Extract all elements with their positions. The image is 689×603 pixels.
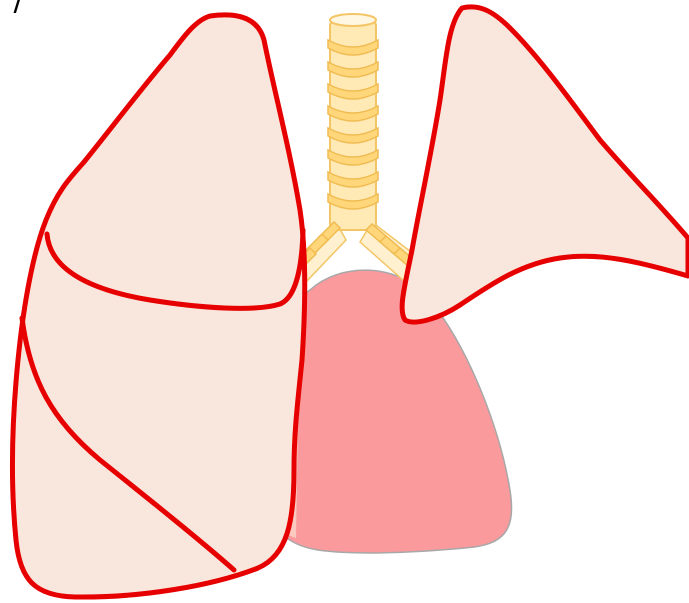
left-lung-outline — [402, 7, 688, 322]
right-lung-icon — [12, 15, 304, 597]
left-lung-icon — [402, 7, 688, 322]
trachea-opening — [330, 14, 376, 26]
